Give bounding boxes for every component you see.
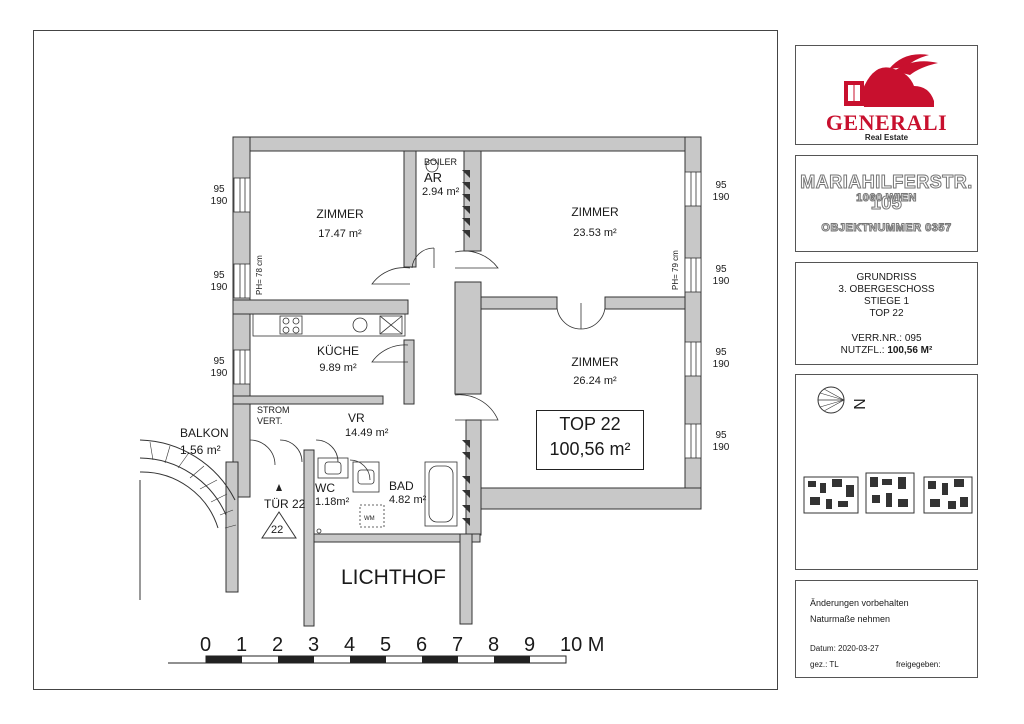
freigegeben: freigegeben: [896, 660, 941, 669]
balkon-name: BALKON [180, 426, 229, 440]
wall-z2-z3-a [480, 296, 558, 310]
ph-left-label: PH= 78 cm [255, 255, 264, 295]
lion-logo-icon [844, 54, 938, 107]
drawing-frame [33, 30, 778, 690]
scale-0: 0 [200, 634, 212, 656]
scale-9: 9 [524, 634, 536, 656]
plan-lines: GRUNDRISS 3. OBERGESCHOSS STIEGE 1 TOP 2… [838, 272, 935, 319]
north-arrow-icon [817, 386, 845, 414]
boiler-label: BOILER [424, 157, 458, 167]
top-summary-box: TOP 22 100,56 m² [536, 410, 644, 470]
scale-bar [168, 655, 567, 664]
scale-1: 1 [236, 634, 248, 656]
wall-bottom-right [469, 487, 702, 510]
address-line2: 1060 WIEN [856, 192, 917, 205]
scale-7: 7 [452, 634, 464, 656]
wall-lichthof-top [303, 533, 481, 543]
scale-6: 6 [416, 634, 428, 656]
wall-left [232, 136, 251, 498]
gezeichnet: gez.: TL [810, 660, 839, 669]
zimmer3-name: ZIMMER [571, 355, 619, 369]
zimmer2-name: ZIMMER [571, 205, 619, 219]
note-aenderungen: Änderungen vorbehalten [810, 598, 909, 608]
bad-name: BAD [389, 479, 414, 493]
note-naturmasse: Naturmaße nehmen [810, 614, 891, 624]
wm-label: WM [364, 516, 375, 522]
notes-panel: Änderungen vorbehalten Naturmaße nehmen … [795, 580, 978, 678]
tuer-label: TÜR 22 [264, 497, 306, 511]
scale-8: 8 [488, 634, 500, 656]
logo-panel: GENERALI Real Estate [795, 45, 978, 145]
scale-2: 2 [272, 634, 284, 656]
ar-name: AR [424, 170, 443, 185]
ar-area: 2.94 m² [422, 186, 460, 198]
bad-area: 4.82 m² [389, 494, 427, 506]
nutzflaeche: NUTZFL.: 100,56 M² [840, 345, 933, 356]
lichthof-label: LICHTHOF [341, 566, 446, 589]
wall-zimmer-kueche [232, 299, 409, 315]
scale-10: 10 M [560, 634, 605, 656]
floor-plan [139, 136, 702, 664]
top-area: 100,56 m² [549, 439, 631, 459]
wall-kueche-right [403, 339, 415, 405]
wall-top [232, 136, 702, 152]
zimmer2-area: 23.53 m² [573, 227, 617, 239]
tuer-number: 22 [271, 524, 284, 536]
scale-3: 3 [308, 634, 320, 656]
balkon-area: 1.56 m² [180, 443, 221, 457]
wall-lichthof-left [303, 449, 315, 627]
address-line1: MARIAHILFERSTR. 105 [800, 172, 973, 214]
objektnummer: OBJEKTNUMMER 0357 [821, 222, 952, 235]
keyplan-panel: N [795, 374, 978, 570]
wall-ar-right [463, 150, 482, 252]
wall-z2-z3-b [604, 296, 686, 310]
wc-area: 1.18m² [315, 496, 350, 508]
verr-nr: VERR.NR.: 095 [851, 333, 922, 344]
wall-lichthof-right [459, 533, 473, 625]
key-plan [803, 472, 973, 514]
top-number: TOP 22 [559, 414, 621, 434]
zimmer1-name: ZIMMER [316, 207, 364, 221]
wall-balkon [225, 461, 239, 593]
kueche-area: 9.89 m² [319, 362, 357, 374]
scale-4: 4 [344, 634, 356, 656]
wall-central [454, 281, 482, 395]
zimmer1-area: 17.47 m² [318, 228, 362, 240]
north-label: N [849, 398, 867, 410]
wall-ar-left [403, 150, 417, 268]
generali-wordmark: GENERALI [825, 110, 948, 135]
scale-5: 5 [380, 634, 392, 656]
vr-name: VR [348, 411, 365, 425]
wc-name: WC [315, 481, 335, 495]
vr-area: 14.49 m² [345, 427, 389, 439]
wall-kueche-bottom [232, 395, 384, 405]
plan-info-panel: GRUNDRISS 3. OBERGESCHOSS STIEGE 1 TOP 2… [795, 262, 978, 365]
zimmer3-area: 26.24 m² [573, 375, 617, 387]
address-panel: MARIAHILFERSTR. 105 1060 WIEN OBJEKTNUMM… [795, 155, 978, 252]
generali-sub: Real Estate [864, 133, 909, 142]
datum: Datum: 2020-03-27 [810, 644, 879, 653]
kueche-name: KÜCHE [316, 344, 359, 358]
ph-right-label: PH= 79 cm [671, 250, 680, 290]
